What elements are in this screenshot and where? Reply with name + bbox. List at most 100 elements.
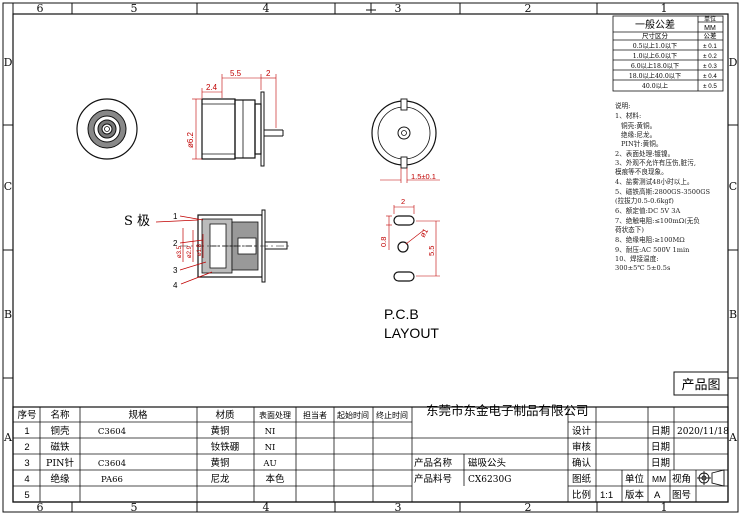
tolerance-unit-label: 单位 (704, 15, 716, 23)
version-value: A (654, 490, 661, 501)
col-label: 1 (661, 501, 668, 514)
tolerance-title: 一般公差 (635, 18, 675, 31)
note-line: PIN针:黄铜。 (621, 139, 662, 148)
note-line: 9、耐压:AC 500V 1min (615, 246, 690, 254)
unit-value: MM (652, 474, 666, 484)
row-label: C (729, 180, 737, 193)
tolerance-range: 1.0以上6.0以下 (633, 52, 677, 60)
tolerance-value: ± 0.3 (703, 63, 717, 70)
bom-cell: 绝缘 (50, 473, 70, 485)
bom-cell: 1 (24, 426, 29, 437)
product-no-value: CX6230G (468, 475, 511, 485)
bom-cell: PA66 (101, 475, 123, 485)
col-label: 3 (395, 2, 402, 15)
bom-header: 规格 (128, 409, 148, 421)
bom-cell: 4 (24, 474, 29, 485)
tolerance-header-size: 尺寸区分 (642, 31, 669, 40)
col-label: 3 (395, 501, 402, 514)
bom-cell: 3 (24, 458, 29, 469)
callout-number: 1 (173, 212, 178, 221)
note-line: (拉拔力0.5-0.6kgf) (615, 196, 674, 205)
bom-cell: 本色 (265, 473, 285, 485)
bom-cell: PIN针 (46, 457, 74, 469)
pcb-title: P.C.B (384, 306, 419, 322)
col-label: 5 (131, 501, 138, 514)
bom-header: 材质 (215, 409, 235, 421)
pcb-dim-diameter-1: ø1 (418, 227, 430, 239)
note-line: 1、材料: (615, 111, 641, 120)
bom-cell: 5 (24, 490, 29, 501)
col-label: 2 (525, 501, 532, 514)
view-label: 视角 (672, 473, 691, 485)
col-label: 4 (263, 2, 270, 15)
bom-cell: NI (265, 427, 276, 437)
note-line: 3、外观不允许有压伤,脏污, (615, 158, 696, 167)
note-line: 铜壳:黄铜。 (621, 121, 656, 130)
bom-cell: C3604 (98, 427, 126, 437)
projection-symbol-icon (697, 469, 725, 487)
note-line: 2、表面处理:镀镍。 (615, 149, 674, 158)
confirm-label: 确认 (572, 457, 592, 469)
bom-cell: 黄铜 (210, 457, 229, 469)
col-label: 1 (661, 2, 668, 15)
row-label: C (4, 180, 12, 193)
tolerance-value: ± 0.5 (703, 83, 717, 90)
callout-number: 2 (173, 239, 178, 248)
tolerance-value: ± 0.4 (703, 73, 717, 80)
col-label: 6 (37, 2, 44, 15)
scale-label: 比例 (572, 489, 591, 501)
tolerance-range: 0.5以上1.0以下 (633, 42, 677, 50)
bom-cell: 磁铁 (50, 441, 70, 453)
note-line: 10、焊接温度: (615, 254, 659, 263)
tolerance-range: 40.0以上 (642, 82, 668, 90)
bom-cell: C3604 (98, 459, 126, 469)
row-label: D (4, 56, 13, 69)
section-callouts (155, 215, 213, 285)
dim-2: 2 (266, 69, 271, 78)
date-label: 日期 (651, 458, 670, 469)
note-line: 4、盐雾测试48小时以上。 (615, 177, 694, 186)
layout-title: LAYOUT (384, 325, 439, 341)
bom-grid (12, 406, 729, 503)
product-label-box: 产品图 (673, 371, 729, 396)
product-no-label: 产品料号 (414, 473, 452, 485)
pcb-dim-5-5: 5.5 (427, 246, 436, 256)
front-view (76, 98, 138, 160)
date-value: 2020/11/18 (677, 427, 729, 437)
check-label: 审核 (572, 441, 592, 453)
design-label: 设计 (572, 425, 592, 437)
note-line: 荷状态下) (615, 225, 644, 234)
dim-section: ø2.9 (187, 245, 193, 258)
right-view (371, 98, 440, 183)
row-label: B (4, 308, 12, 321)
bom-cell: AU (262, 459, 276, 469)
note-line: 绝缘:尼龙。 (621, 130, 656, 139)
col-label: 5 (131, 2, 138, 15)
drawing-no-label: 图号 (672, 490, 691, 501)
dim-section: ø1.8 (197, 243, 203, 256)
date-label: 日期 (651, 442, 670, 453)
callout-number: 3 (173, 266, 178, 275)
pcb-dimensions: 2 0.8 ø1 5.5 (379, 197, 436, 256)
side-view (192, 74, 284, 167)
bom-header: 名称 (50, 409, 70, 421)
version-label: 版本 (625, 489, 645, 501)
col-label: 4 (263, 501, 270, 514)
drawing-label: 图纸 (572, 473, 592, 485)
row-label: A (728, 431, 738, 444)
tolerance-range: 6.0以上18.0以下 (631, 62, 679, 70)
bom-cell: NI (265, 443, 276, 453)
bom-header: 起始时间 (337, 410, 369, 420)
scale-value: 1:1 (600, 490, 613, 501)
note-line: 8、绝缘电阻:≥100MΩ (615, 235, 685, 244)
tolerance-value: ± 0.2 (703, 53, 717, 60)
unit-label: 单位 (625, 473, 645, 485)
col-label: 2 (525, 2, 532, 15)
tolerance-value: ± 0.1 (703, 43, 717, 50)
tolerance-unit-value: MM (704, 25, 716, 32)
product-label: 产品图 (681, 378, 720, 393)
bom-cell: 尼龙 (210, 473, 230, 485)
note-line: 模痕等不良现象。 (615, 167, 668, 176)
bom-header: 表面处理 (259, 410, 291, 420)
pcb-dim-2: 2 (401, 197, 405, 206)
